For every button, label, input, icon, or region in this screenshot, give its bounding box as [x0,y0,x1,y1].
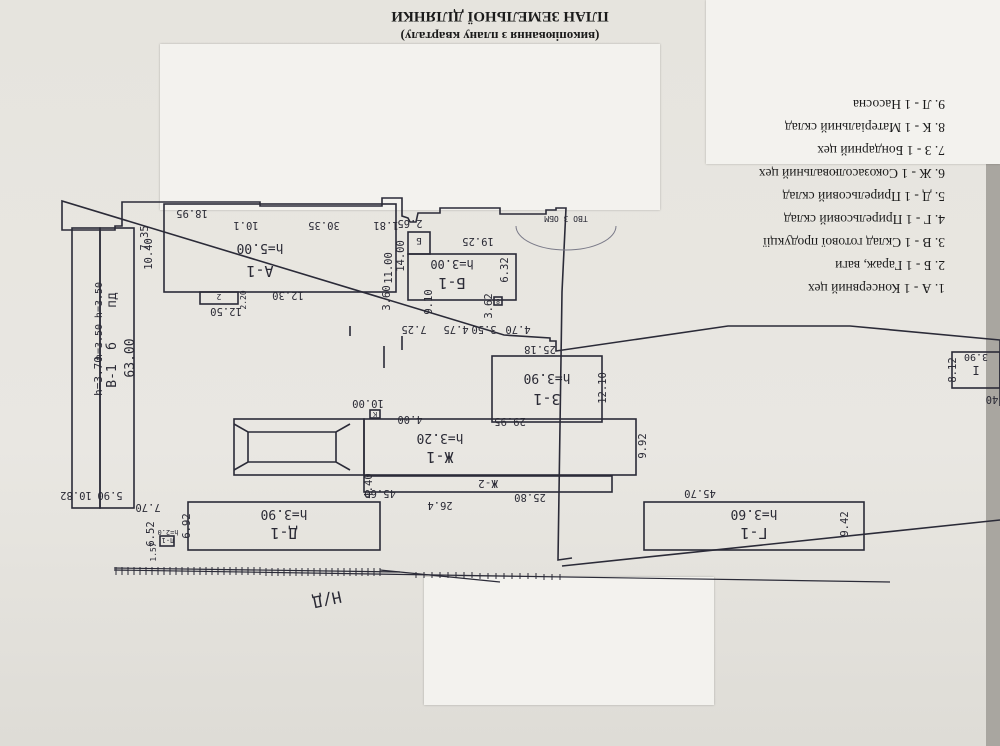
dim-10-82: 10.82 [60,489,92,501]
building-v1-top-name: пд [105,292,120,308]
building-v1-mid-height: h=3.50 [94,324,105,360]
legend-item-8: 8. К - 1 Матеріальний склад [785,120,945,135]
building-z1-name: З-1 [533,390,560,408]
building-v1-name: В-1 [105,364,120,387]
legend-item-2: 2. Б - 1 Гараж, ваги [835,258,945,273]
legend-item-5: 5. Д - 1 Прирельсовий склад [782,189,945,204]
dim-2: 2 [216,292,221,301]
dim-63-00: 63.00 [123,338,138,377]
dim-3-50: 3.50 [471,323,496,335]
building-a1-name: А-1 [246,262,273,280]
building-b1-small: Б [416,235,421,245]
building-a1-height: h=5.00 [237,240,284,255]
rail-label: Н/Д [311,587,344,612]
building-zh2-name: Ж-2 [478,477,498,490]
building-v1-height: h=3.70 [92,356,105,396]
dim-12-10: 12.10 [597,372,609,404]
dim-45-70: 45.70 [684,487,716,499]
dim-18-95: 18.95 [176,207,208,219]
dim-4-70: 4.70 [505,323,530,335]
dim-29-95: 29.95 [494,415,526,427]
legend-item-4: 4. Г - 1 Прирельсовий склад [784,212,945,227]
legend: 1. А - 1 Консервний цех 2. Б - 1 Гараж, … [759,97,945,296]
dim-9-10: 9.10 [423,289,435,314]
dim-30-35: 30.35 [308,219,340,231]
building-z1-height: h=3.90 [524,370,571,385]
legend-item-6: 6. Ж - 1 Сокозасолювальний цех [759,166,945,181]
legend-item-9: 9. Л - 1 Насосна [853,97,945,112]
building-zh1-height: h=3.20 [417,430,464,445]
plan-title: ПЛАН ЗЕМЕЛЬНОЇ ДІЛЯНКИ [391,8,609,24]
legend-item-7: 7. З - 1 Бондарний цех [817,143,945,158]
dim-5-90: 5.90 [97,489,122,501]
legend-item-1: 1. А - 1 Консервний цех [808,281,945,296]
building-zh1-name: Ж-1 [426,448,453,466]
dim-25-80: 25.80 [514,491,546,503]
dim-25-18: 25.18 [524,343,556,355]
plan-subtitle: (викопіювання з плану кварталу) [401,29,600,44]
building-v1-top-height: h=3.50 [94,282,105,318]
dim-12-30: 12.30 [272,289,304,301]
dim-1-01: 10.1 [233,219,258,231]
legend-item-3: 3. В - 1 Склад готової продукції [763,235,945,250]
building-k1-name: К [372,410,377,418]
dim-4-75: 4.75 [443,323,468,335]
building-b1-height: h=3.00 [430,257,473,271]
building-b1-name: Б-1 [438,274,465,292]
dim-19-25: 19.25 [462,235,494,247]
dim-14-00: 14.00 [395,240,407,272]
dim-2-20: 2.20 [239,290,248,309]
dim-40: 40 [986,393,999,405]
dim-11-00: 11.00 [383,252,395,284]
dim-6-32: 6.32 [499,257,511,282]
dim-7-70: 7.70 [135,501,160,513]
dim-1-81: 1.81 [373,219,398,231]
dim-6-52: 6.52 [145,521,157,546]
dim-4-00: 4.00 [397,413,422,425]
edge-building-name: І [972,363,979,377]
building-d1-name: Д-1 [270,524,297,542]
dim-6-92: 6.92 [181,513,193,538]
dim-3-60: 3.60 [381,285,393,310]
dim-9-92: 9.92 [637,433,649,458]
stamp-text: ТВО З ОБМ [544,214,588,223]
dim-8-12: 8.12 [947,357,959,382]
dim-3-62: 3.62 [483,293,495,318]
dim-7-35: 7.35 [139,225,151,250]
building-v1-mid-name: б [105,342,120,350]
dim-26-4: 26.4 [427,499,452,511]
building-l1-name: Л-1 [162,536,175,544]
dim-45-60: 45.60 [364,487,396,499]
dim-7-25: 7.25 [401,323,426,335]
building-d1-height: h=3.90 [261,506,308,521]
dim-12-50: 12.50 [210,305,242,317]
dim-9-42: 9.42 [839,511,851,536]
building-l1-height: h=2.0 [157,528,178,536]
edge-building-height: 3.90 [964,351,988,362]
dim-10-00: 10.00 [352,397,384,409]
building-g1-height: h=3.60 [731,506,778,521]
dim-1-57: 1.57 [149,542,158,561]
dim-10-40: 10.40 [143,238,155,270]
building-g1-name: Г-1 [740,524,767,542]
dim-8: 8 [496,297,500,305]
dim-4-40: 4.40 [363,473,375,498]
dim-2-65: 2.65 [397,217,422,229]
